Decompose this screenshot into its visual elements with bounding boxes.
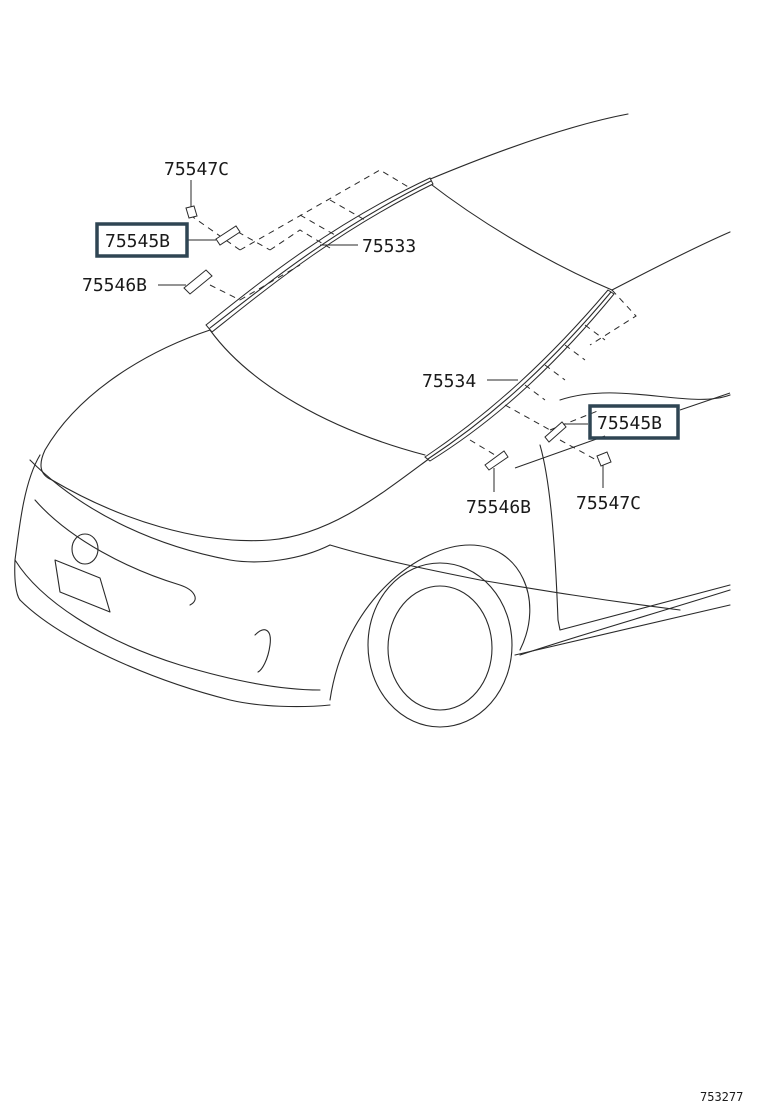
rocker <box>514 604 731 656</box>
front-wheel-inner <box>387 585 493 711</box>
front-fascia-upper <box>14 454 41 601</box>
front-wheel <box>367 562 513 728</box>
clip-75547c-left <box>185 205 198 219</box>
callout-75546b-left: 75546B <box>82 275 147 296</box>
clip-75547c-right <box>596 451 612 467</box>
highlight-box-75545b-right <box>588 404 680 440</box>
door-bottom <box>559 584 731 631</box>
molding-75534-shape <box>424 289 615 462</box>
a-pillar <box>611 231 731 291</box>
callout-75533: 75533 <box>362 236 416 257</box>
reference-number: 753277 <box>700 1090 743 1104</box>
callout-75534: 75534 <box>422 371 476 392</box>
callout-75545b-left: 75545B <box>105 231 170 252</box>
molding-75533-inner <box>209 180 432 329</box>
highlight-box-75545b-left <box>95 222 189 258</box>
pad-75545b-left <box>215 225 241 246</box>
hood-front <box>40 329 211 481</box>
headlight-upper <box>29 459 331 563</box>
pad-75546b-right <box>484 450 509 471</box>
assembly-lines <box>189 169 637 463</box>
pad-75546b-left <box>183 269 213 295</box>
leader-lines <box>158 180 731 492</box>
emblem <box>71 533 99 565</box>
bumper-lower <box>14 559 321 691</box>
windshield-top <box>427 181 613 291</box>
pad-75545b-right <box>544 421 567 443</box>
plate-recess <box>54 559 111 613</box>
hood-crease <box>51 457 431 542</box>
wheel-arch <box>329 544 531 701</box>
windshield-bottom <box>209 329 426 456</box>
molding-75534-inner <box>427 291 612 460</box>
molding-75533-shape <box>205 177 434 333</box>
callout-75546b-right: 75546B <box>466 497 531 518</box>
headlight-lower <box>34 499 196 606</box>
callout-75547c-left: 75547C <box>164 159 229 180</box>
roof-line <box>427 113 629 181</box>
callout-75545b-right: 75545B <box>597 413 662 434</box>
door-front-edge <box>539 444 561 631</box>
windshield-molding-right <box>424 289 615 462</box>
small-parts <box>183 205 612 471</box>
windshield-molding-left <box>205 177 434 333</box>
fender-top <box>329 544 681 611</box>
callout-75547c-right: 75547C <box>576 493 641 514</box>
fog-light <box>254 629 271 673</box>
car-outline <box>14 113 731 728</box>
side-window-line <box>559 392 731 401</box>
bumper-line <box>19 599 331 708</box>
side-line <box>519 589 731 656</box>
